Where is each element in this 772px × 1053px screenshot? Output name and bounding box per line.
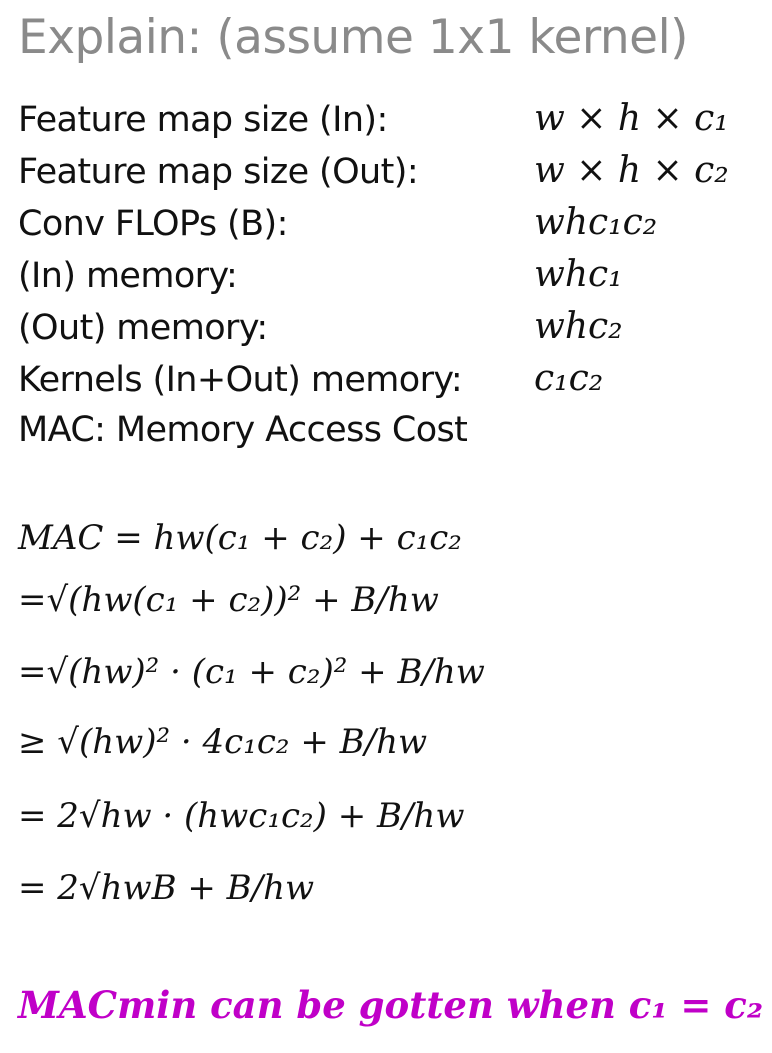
row-value: whc₁c₂ (534, 202, 658, 243)
row-value: whc₁ (534, 254, 623, 295)
row-label: Feature map size (Out): (18, 152, 419, 192)
row-label: MAC: Memory Access Cost (18, 410, 468, 450)
equation-line-2: =√(hw(c₁ + c₂))² + B/hw (18, 580, 439, 620)
equation-line-6: = 2√hwB + B/hw (18, 868, 315, 908)
row-label: (Out) memory: (18, 308, 268, 348)
equation-line-5: = 2√hw · (hwc₁c₂) + B/hw (18, 796, 465, 836)
row-label: Kernels (In+Out) memory: (18, 360, 463, 400)
row-value: c₁c₂ (534, 358, 604, 399)
equation-line-3: =√(hw)² · (c₁ + c₂)² + B/hw (18, 652, 485, 692)
slide-title: Explain: (assume 1x1 kernel) (18, 10, 688, 65)
equation-line-4: ≥ √(hw)² · 4c₁c₂ + B/hw (18, 722, 428, 762)
row-label: Conv FLOPs (B): (18, 204, 288, 244)
equation-line-1: MAC = hw(c₁ + c₂) + c₁c₂ (18, 518, 462, 558)
row-value: w × h × c₂ (534, 150, 729, 191)
row-value: whc₂ (534, 306, 623, 347)
row-label: Feature map size (In): (18, 100, 388, 140)
conclusion-text: MACmin can be gotten when c₁ = c₂ (18, 983, 764, 1027)
row-value: w × h × c₁ (534, 98, 729, 139)
row-label: (In) memory: (18, 256, 238, 296)
